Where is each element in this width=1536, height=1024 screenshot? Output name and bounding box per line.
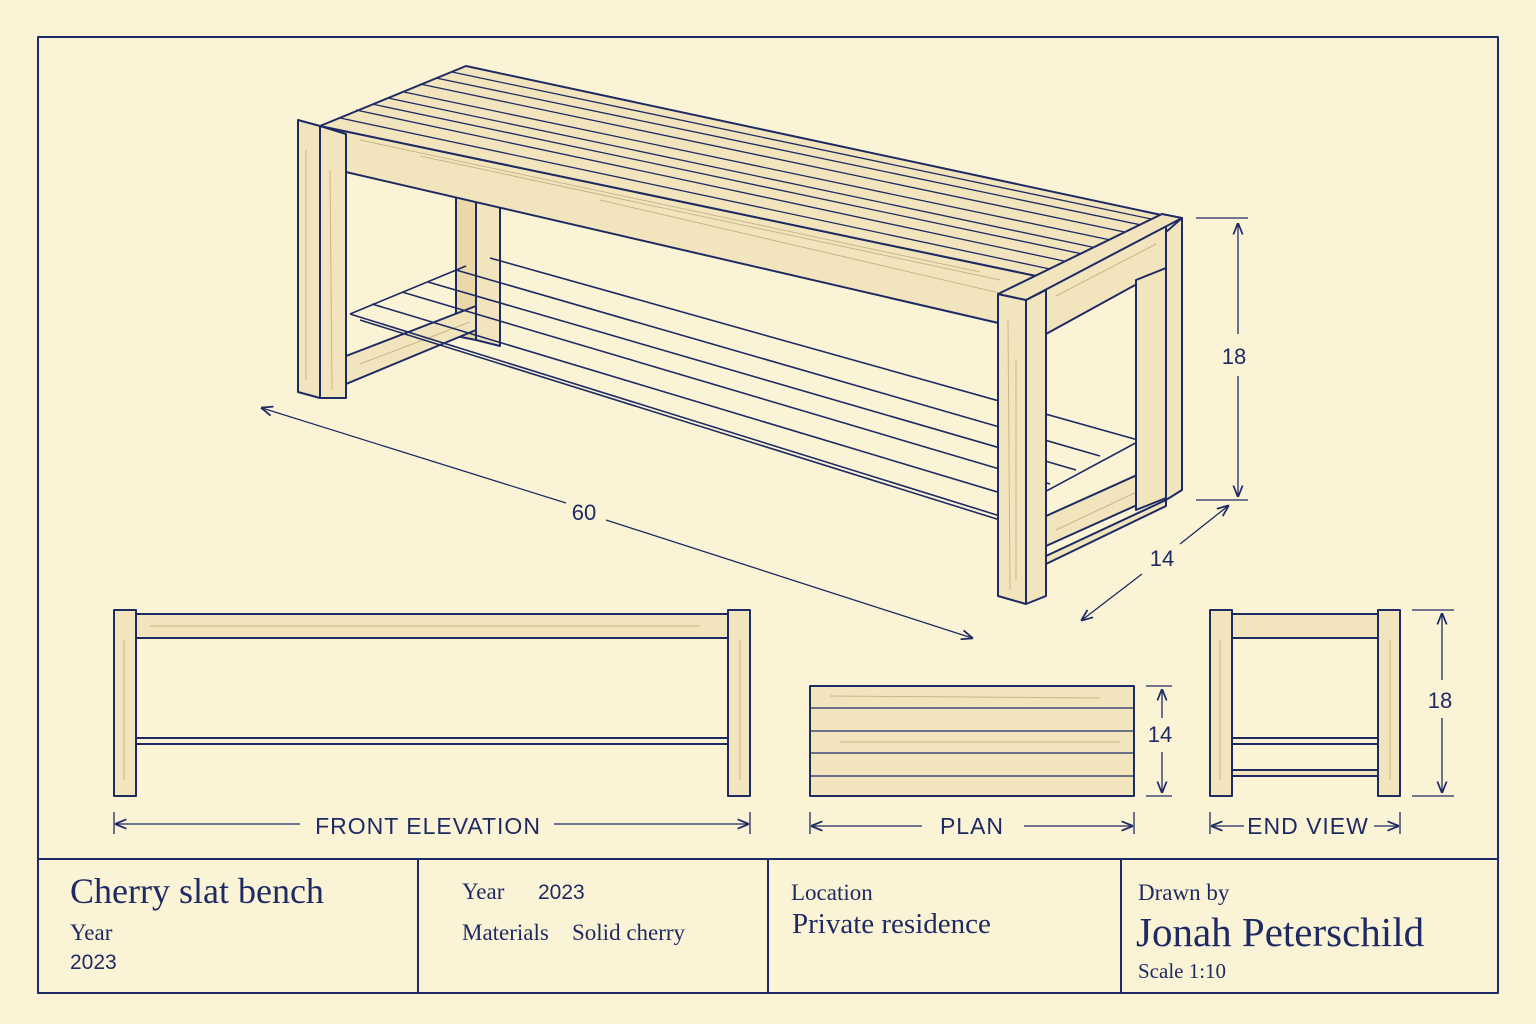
iso-dim-depth: 14 [1082,506,1228,620]
iso-right-back-leg-face [1135,267,1167,511]
year-value-primary: 2023 [70,951,117,974]
drawn-by-label: Drawn by [1138,880,1230,905]
project-title: Cherry slat bench [70,871,324,911]
year-value-secondary: 2023 [538,881,585,904]
iso-front-right-leg [997,293,1027,605]
iso-lower-rods [349,257,1157,521]
iso-dim-height: 18 [1196,217,1248,501]
location-value: Private residence [792,908,991,940]
drawn-by-name: Jonah Peterschild [1136,909,1425,955]
front-elevation-view [113,609,751,797]
scale-label: Scale 1:10 [1138,959,1227,983]
iso-height-label: 18 [1222,344,1246,369]
front-elevation-dim: FRONT ELEVATION [113,812,751,839]
plan-depth-label: 14 [1148,722,1172,747]
isometric-view [297,65,1183,605]
end-view-label: END VIEW [1247,813,1369,839]
iso-length-label: 60 [572,500,596,525]
end-view-dims: 18 END VIEW [1209,609,1454,839]
materials-value: Solid cherry [572,920,686,945]
iso-top-slats [339,71,1157,273]
end-height-label: 18 [1428,688,1452,713]
location-label: Location [791,880,873,905]
end-view [1209,609,1401,797]
plan-dims: 14 PLAN [809,685,1172,839]
iso-front-left-leg [297,119,321,399]
plan-label: PLAN [940,813,1004,839]
front-elevation-label: FRONT ELEVATION [315,813,541,839]
iso-dim-length: 60 [262,408,972,638]
year-label-primary: Year [70,920,113,945]
materials-label: Materials [462,920,549,945]
iso-depth-label: 14 [1150,546,1174,571]
year-label-secondary: Year [462,879,505,904]
plan-view [809,685,1135,797]
